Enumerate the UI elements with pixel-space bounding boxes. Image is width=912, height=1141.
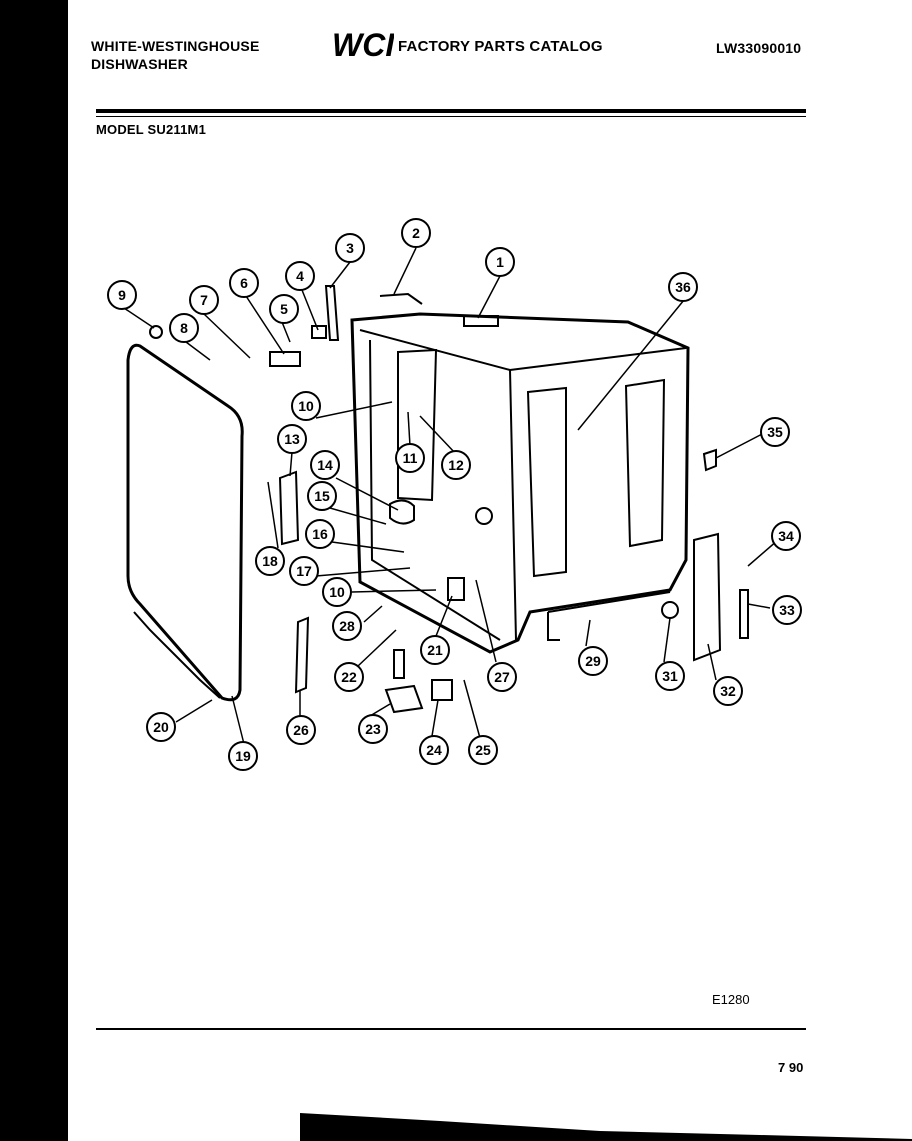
callout-2: 2 <box>401 218 431 248</box>
callout-14: 14 <box>310 450 340 480</box>
wci-logo: WCI <box>332 28 394 62</box>
callout-34: 34 <box>771 521 801 551</box>
svg-text:6: 6 <box>240 275 248 291</box>
catalog-sheet <box>68 0 912 1141</box>
callout-27: 27 <box>487 662 517 692</box>
svg-text:19: 19 <box>235 748 251 764</box>
svg-text:10: 10 <box>329 584 345 600</box>
svg-text:36: 36 <box>675 279 691 295</box>
callout-18: 18 <box>255 546 285 576</box>
svg-text:28: 28 <box>339 618 355 634</box>
callout-7: 7 <box>189 285 219 315</box>
door-gasket <box>126 343 244 702</box>
svg-text:15: 15 <box>314 488 330 504</box>
tub-body <box>350 312 690 654</box>
svg-text:7: 7 <box>200 292 208 308</box>
callout-28: 28 <box>332 611 362 641</box>
callout-29: 29 <box>578 646 608 676</box>
svg-text:25: 25 <box>475 742 491 758</box>
callout-6: 6 <box>229 268 259 298</box>
callout-16: 16 <box>305 519 335 549</box>
callout-32: 32 <box>713 676 743 706</box>
callout-11: 11 <box>395 443 425 473</box>
svg-text:33: 33 <box>779 602 795 618</box>
svg-text:4: 4 <box>296 268 304 284</box>
svg-text:23: 23 <box>365 721 381 737</box>
drawing-code: E1280 <box>712 992 750 1007</box>
svg-text:20: 20 <box>153 719 169 735</box>
svg-text:27: 27 <box>494 669 510 685</box>
brand-line-1: WHITE-WESTINGHOUSE <box>91 38 260 54</box>
callout-25: 25 <box>468 735 498 765</box>
svg-text:8: 8 <box>180 320 188 336</box>
callout-31: 31 <box>655 661 685 691</box>
catalog-number: LW33090010 <box>716 40 802 56</box>
callout-22: 22 <box>334 662 364 692</box>
callout-36: 36 <box>668 272 698 302</box>
brand-line-2: DISHWASHER <box>91 56 188 72</box>
svg-text:3: 3 <box>346 240 354 256</box>
logo-text: WCI <box>332 28 394 62</box>
callout-33: 33 <box>772 595 802 625</box>
callout-13: 13 <box>277 424 307 454</box>
callout-21: 21 <box>420 635 450 665</box>
svg-text:35: 35 <box>767 424 783 440</box>
callout-15: 15 <box>307 481 337 511</box>
leader-lines <box>123 247 779 745</box>
callout-26: 26 <box>286 715 316 745</box>
footer-rule <box>96 1028 806 1030</box>
svg-text:12: 12 <box>448 457 464 473</box>
callout-labels: 1 2 3 4 5 6 7 8 9 10 11 12 13 14 15 16 1… <box>107 218 802 771</box>
svg-text:17: 17 <box>296 563 312 579</box>
svg-text:1: 1 <box>496 254 504 270</box>
svg-text:21: 21 <box>427 642 443 658</box>
svg-text:14: 14 <box>317 457 333 473</box>
svg-text:34: 34 <box>778 528 794 544</box>
callout-3: 3 <box>335 233 365 263</box>
callout-4: 4 <box>285 261 315 291</box>
svg-text:9: 9 <box>118 287 126 303</box>
header-rule <box>96 109 806 113</box>
callout-19: 19 <box>228 741 258 771</box>
callout-35: 35 <box>760 417 790 447</box>
svg-text:13: 13 <box>284 431 300 447</box>
scan-edge-artifact <box>300 1113 912 1141</box>
svg-text:5: 5 <box>280 301 288 317</box>
callout-9: 9 <box>107 280 137 310</box>
callout-12: 12 <box>441 450 471 480</box>
svg-text:18: 18 <box>262 553 278 569</box>
callout-17: 17 <box>289 556 319 586</box>
svg-text:2: 2 <box>412 225 420 241</box>
page-mark: 7 90 <box>778 1060 804 1075</box>
callout-5: 5 <box>269 294 299 324</box>
model-label: MODEL SU211M1 <box>96 122 207 137</box>
callout-1: 1 <box>485 247 515 277</box>
svg-text:32: 32 <box>720 683 736 699</box>
callout-23: 23 <box>358 714 388 744</box>
svg-text:10: 10 <box>298 398 314 414</box>
svg-text:22: 22 <box>341 669 357 685</box>
callout-8: 8 <box>169 313 199 343</box>
catalog-title: FACTORY PARTS CATALOG <box>398 38 603 55</box>
callout-24: 24 <box>419 735 449 765</box>
svg-text:26: 26 <box>293 722 309 738</box>
callout-10b: 10 <box>322 577 352 607</box>
callout-10a: 10 <box>291 391 321 421</box>
header-rule-thin <box>96 116 806 117</box>
svg-text:29: 29 <box>585 653 601 669</box>
callout-20: 20 <box>146 712 176 742</box>
svg-text:31: 31 <box>662 668 678 684</box>
svg-text:16: 16 <box>312 526 328 542</box>
svg-text:11: 11 <box>403 450 418 466</box>
svg-text:24: 24 <box>426 742 442 758</box>
